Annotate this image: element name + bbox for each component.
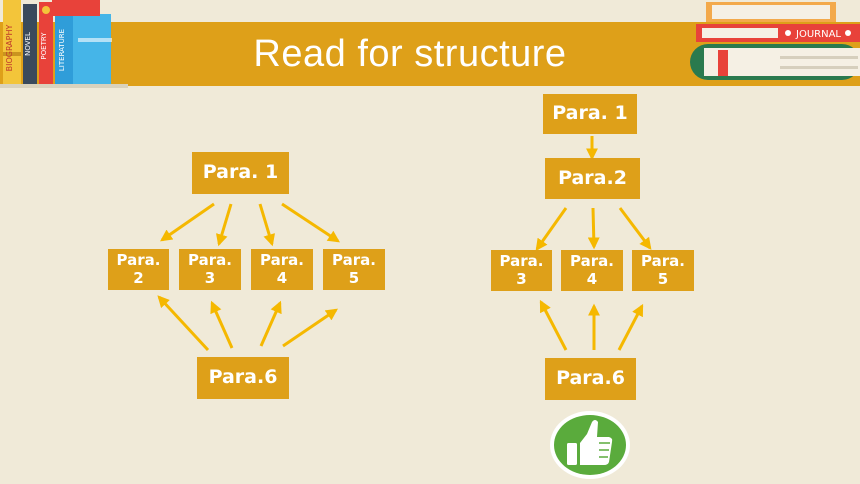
books-stack-left: BIOGRAPHY NOVEL POETRY LITERATURE	[0, 0, 128, 88]
arrow-l-p6-p2	[157, 295, 210, 352]
right-para4-box: Para. 4	[561, 250, 623, 291]
left-para5-box: Para. 5	[323, 249, 385, 290]
arrow-r-p2-p5	[618, 207, 652, 250]
right-para2-box: Para.2	[545, 158, 640, 199]
arrow-l-p1-p4	[258, 203, 275, 247]
right-para5-box: Para. 5	[632, 250, 694, 291]
spine-biography: BIOGRAPHY	[5, 25, 14, 72]
arrow-r-p6-p5	[617, 303, 644, 351]
book-novel	[23, 4, 37, 84]
books-stack-right: JOURNAL	[690, 2, 860, 80]
left-para2-box: Para. 2	[108, 249, 169, 290]
book-poetry	[39, 2, 53, 84]
book-literature	[55, 14, 73, 84]
arrow-l-p1-p2	[160, 202, 215, 242]
spine-poetry: POETRY	[40, 32, 48, 60]
spine-novel: NOVEL	[24, 32, 32, 56]
spine-literature: LITERATURE	[58, 29, 66, 71]
arrow-r-p2-p4	[587, 207, 600, 250]
thumbs-up-icon	[550, 411, 630, 479]
arrow-l-p6-p4	[259, 300, 282, 347]
slide-title: Read for structure	[253, 32, 567, 75]
right-para1-box: Para. 1	[543, 94, 637, 134]
arrow-l-p6-p3	[210, 300, 234, 349]
left-para3-box: Para. 3	[179, 249, 241, 290]
right-para3-box: Para. 3	[491, 250, 552, 291]
spine-journal: JOURNAL	[795, 29, 841, 40]
left-para4-box: Para. 4	[251, 249, 313, 290]
arrow-l-p1-p5	[281, 202, 341, 243]
left-para6-box: Para.6	[197, 357, 289, 399]
right-para6-box: Para.6	[545, 358, 636, 400]
arrow-r-p2-p3	[535, 207, 568, 251]
left-para1-box: Para. 1	[192, 152, 289, 194]
book-biography	[3, 0, 21, 84]
arrow-l-p6-p5	[282, 308, 338, 348]
arrow-r-p6-p3	[539, 299, 568, 351]
arrow-l-p1-p3	[216, 203, 233, 247]
